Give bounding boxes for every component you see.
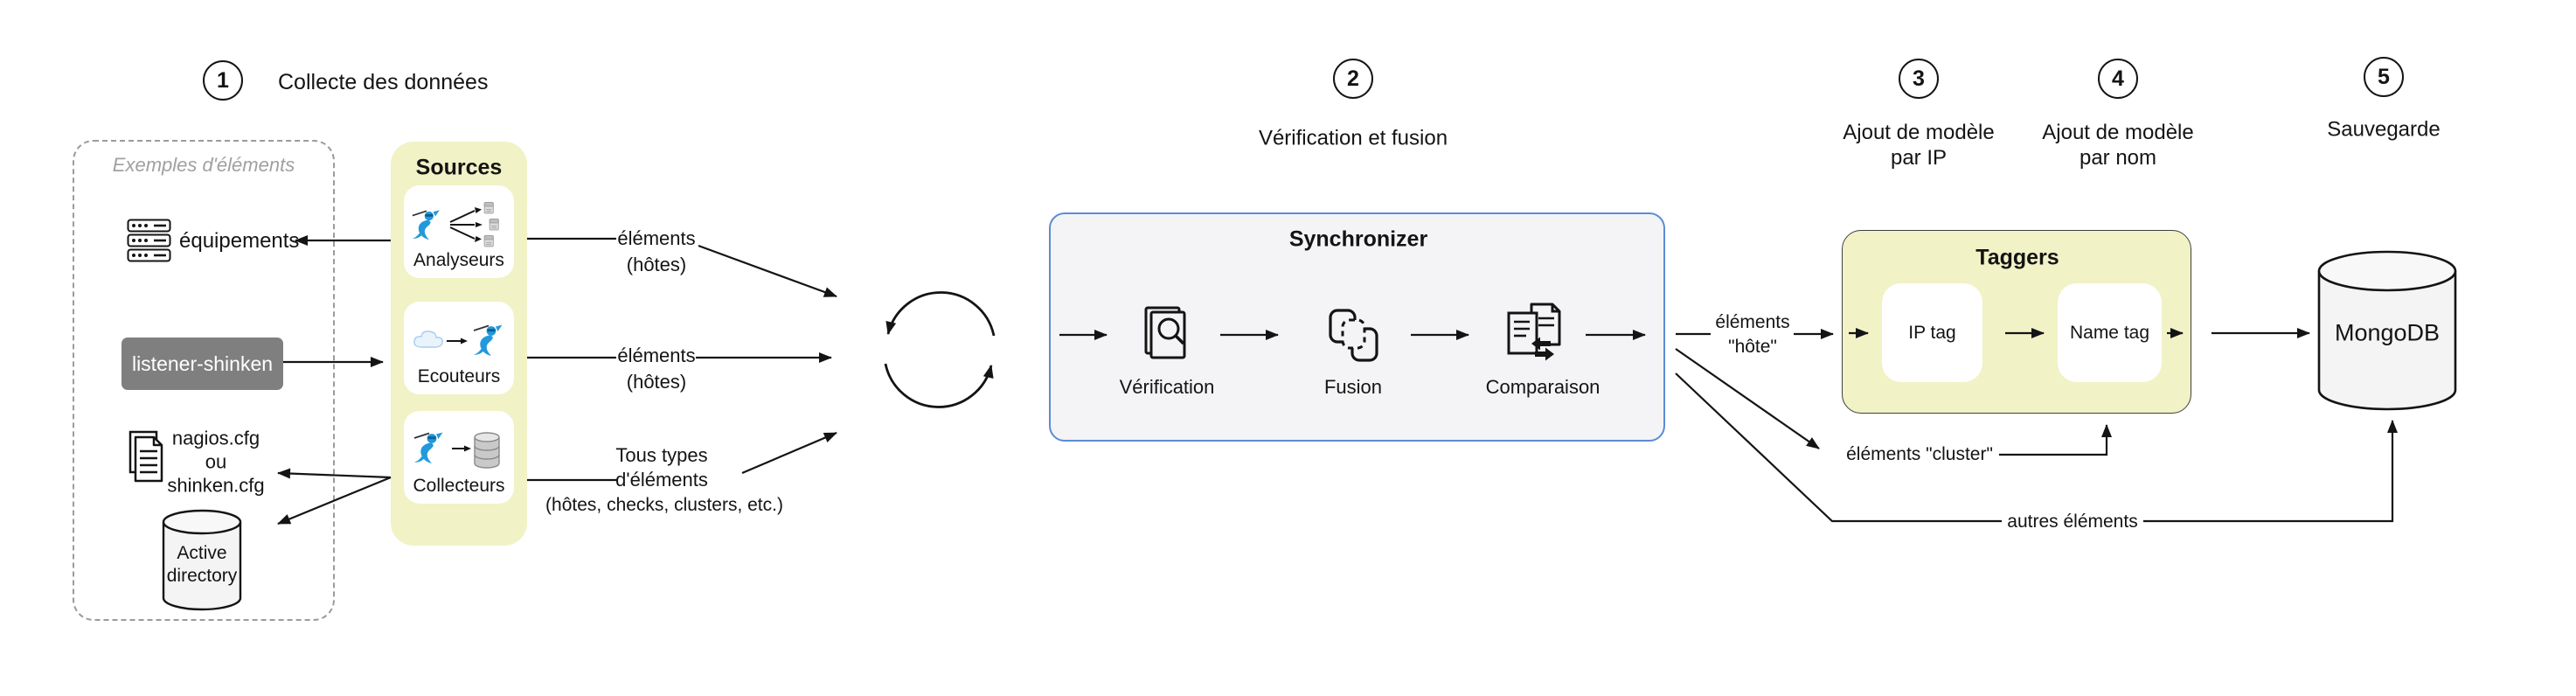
active-directory-cylinder: Active directory [162, 509, 242, 612]
name-tag-label: Name tag [2069, 322, 2150, 343]
flow-analyseurs-line1: éléments [617, 227, 696, 249]
server-stack-icon [127, 219, 172, 262]
step-3-label: Ajout de modèle par IP [1843, 120, 1994, 171]
collecteurs-label: Collecteurs [413, 476, 505, 496]
step-5-label: Sauvegarde [2327, 117, 2441, 142]
step-2-circle: 2 [1333, 59, 1373, 99]
step-4-label-line1: Ajout de modèle [2042, 121, 2194, 144]
equipements-label: équipements [179, 229, 300, 253]
ecouteurs-icon [413, 324, 503, 357]
config-line3: shinken.cfg [167, 474, 265, 497]
comparaison-icon [1505, 303, 1565, 365]
ip-tag-card: IP tag [1882, 283, 1982, 382]
collecteurs-icon [413, 431, 500, 469]
active-directory-label: Active directory [167, 542, 238, 588]
flow-analyseurs-line2: (hôtes) [626, 254, 687, 275]
flow-collecteurs-line2: d'éléments [615, 469, 708, 491]
examples-title: Exemples d'éléments [112, 154, 295, 176]
sources-panel: Sources Analyseurs [391, 142, 527, 546]
fusion-label: Fusion [1323, 376, 1383, 398]
step-3-number: 3 [1913, 66, 1925, 91]
step-4-label: Ajout de modèle par nom [2042, 120, 2193, 171]
active-directory-line2: directory [166, 566, 238, 586]
ecouteurs-label: Ecouteurs [417, 366, 501, 386]
step-5-number: 5 [2378, 64, 2390, 89]
name-tag-card: Name tag [2058, 283, 2162, 382]
mongodb-cylinder: MongoDB [2317, 250, 2457, 413]
flow-collecteurs-line1: Tous types [615, 444, 708, 466]
step-3-label-line2: par IP [1890, 146, 1948, 170]
sources-title: Sources [415, 155, 503, 180]
step-3-label-line1: Ajout de modèle [1843, 121, 1995, 144]
verification-icon [1142, 305, 1193, 363]
mongodb-label: MongoDB [2334, 319, 2441, 346]
listener-shinken-box: listener-shinken [122, 338, 283, 390]
analyseurs-label: Analyseurs [413, 250, 504, 270]
config-line1: nagios.cfg [171, 427, 260, 449]
step-2-label: Vérification et fusion [1258, 126, 1448, 150]
output-cluster-label: éléments "cluster" [1846, 444, 1993, 464]
flow-ecouteurs-line2: (hôtes) [626, 371, 687, 393]
analyseurs-icon [411, 202, 499, 247]
comparaison-label: Comparaison [1485, 376, 1600, 398]
step-4-number: 4 [2112, 66, 2124, 91]
source-card-collecteurs: Collecteurs [404, 411, 514, 504]
step-2-number: 2 [1347, 66, 1359, 91]
flow-ecouteurs-line1: éléments [617, 345, 696, 366]
source-card-analyseurs: Analyseurs [404, 185, 514, 278]
step-4-label-line2: par nom [2079, 146, 2157, 170]
flow-collecteurs-line3: (hôtes, checks, clusters, etc.) [545, 495, 783, 515]
examples-box [73, 140, 335, 621]
output-hote-line1: éléments [1715, 312, 1790, 332]
verification-label: Vérification [1119, 376, 1215, 398]
fusion-icon [1329, 309, 1379, 363]
step-5-circle: 5 [2364, 57, 2404, 97]
step-4-circle: 4 [2098, 59, 2138, 99]
synchronizer-box: Synchronizer Vérification Fusion [1049, 212, 1665, 442]
listener-shinken-label: listener-shinken [131, 351, 274, 375]
step-1-label: Collecte des données [278, 70, 489, 94]
step-1-circle: 1 [203, 60, 243, 101]
output-autres-label: autres éléments [2007, 512, 2138, 532]
config-line2: ou [205, 450, 227, 473]
ip-tag-label: IP tag [1908, 322, 1956, 343]
taggers-title: Taggers [1975, 245, 2059, 270]
source-card-ecouteurs: Ecouteurs [404, 302, 514, 394]
output-hote-line2: "hôte" [1728, 337, 1777, 357]
config-files-label: nagios.cfg ou shinken.cfg [167, 427, 264, 498]
config-files-icon [128, 430, 169, 484]
active-directory-line1: Active [177, 543, 227, 563]
step-3-circle: 3 [1899, 59, 1939, 99]
synchronizer-title: Synchronizer [1288, 226, 1428, 252]
taggers-panel: Taggers IP tag Name tag [1842, 230, 2191, 414]
step-1-number: 1 [217, 67, 229, 93]
